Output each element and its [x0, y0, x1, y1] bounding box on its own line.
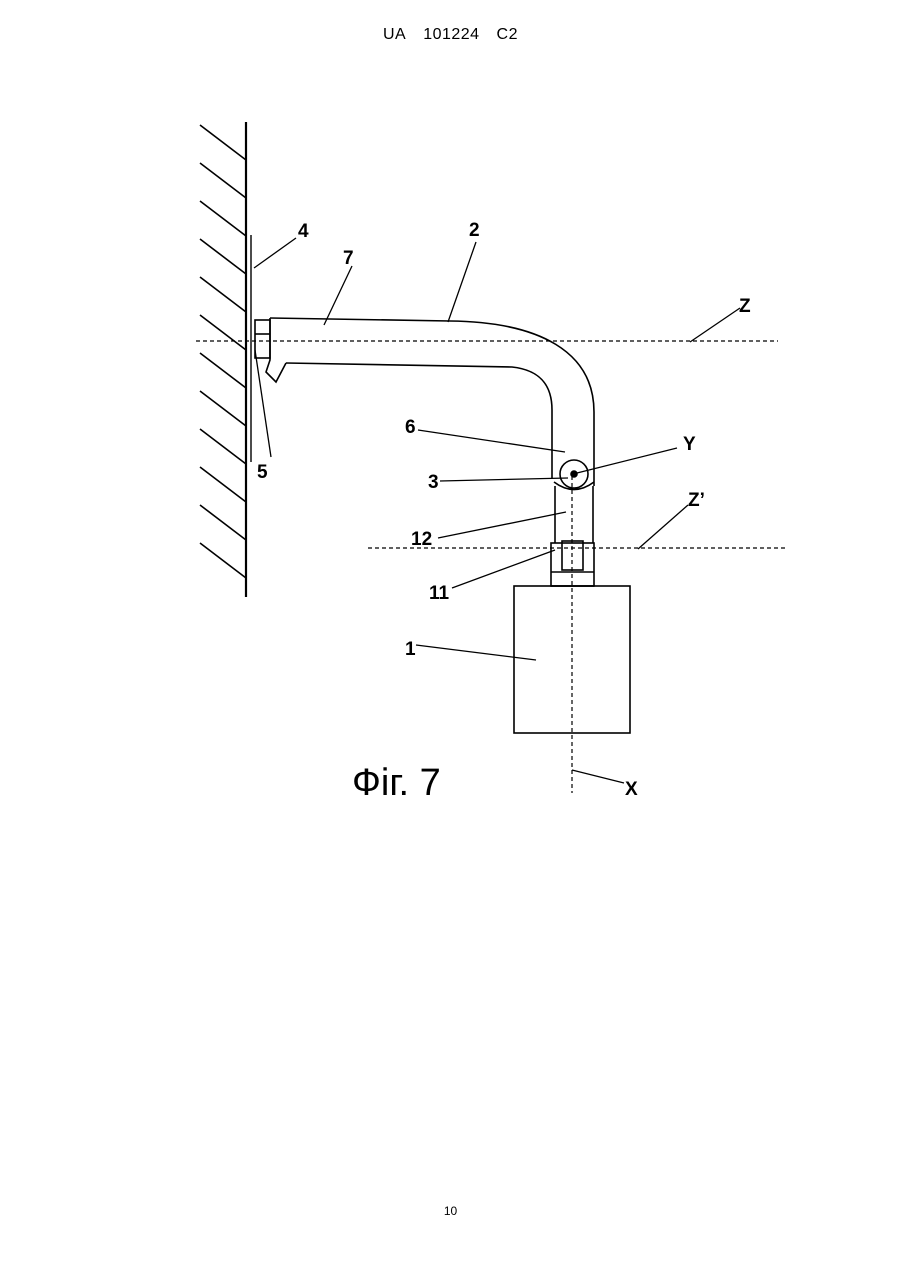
- arm-end: [266, 318, 286, 382]
- label-11: 11: [429, 583, 450, 604]
- leader-lines: [254, 238, 740, 783]
- label-3: 3: [428, 472, 439, 493]
- label-6: 6: [405, 417, 416, 438]
- page-number: 10: [0, 1204, 901, 1218]
- label-axis-z-prime: Z’: [688, 490, 705, 511]
- label-5: 5: [257, 462, 268, 483]
- label-axis-y: Y: [683, 434, 696, 455]
- arm-outer-edge: [270, 318, 594, 486]
- axis-lines: [196, 341, 786, 793]
- label-axis-x: X: [625, 779, 638, 800]
- label-12: 12: [411, 529, 432, 550]
- wall-hatching: [200, 125, 246, 578]
- figure-caption: Фіг. 7: [352, 762, 441, 804]
- wall-mount: [255, 320, 270, 358]
- arm-inner-edge: [286, 363, 552, 478]
- label-axis-z: Z: [739, 296, 751, 317]
- label-7: 7: [343, 248, 354, 269]
- label-1: 1: [405, 639, 416, 660]
- label-2: 2: [469, 220, 480, 241]
- label-4: 4: [298, 221, 309, 242]
